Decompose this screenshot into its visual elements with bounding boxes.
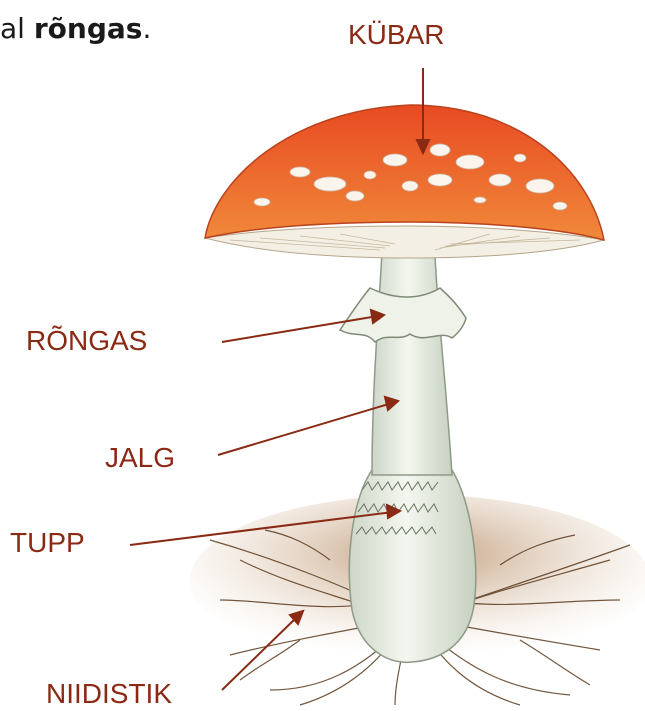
cap bbox=[205, 105, 604, 240]
label-stem: JALG bbox=[105, 442, 175, 473]
label-mycelium: NIIDISTIK bbox=[46, 678, 172, 709]
stem bbox=[372, 232, 452, 475]
label-volva: TUPP bbox=[10, 527, 85, 558]
volva-base bbox=[349, 470, 475, 662]
arrow-stem bbox=[218, 403, 392, 455]
label-cap: KÜBAR bbox=[348, 19, 444, 50]
label-ring: RÕNGAS bbox=[26, 325, 147, 356]
